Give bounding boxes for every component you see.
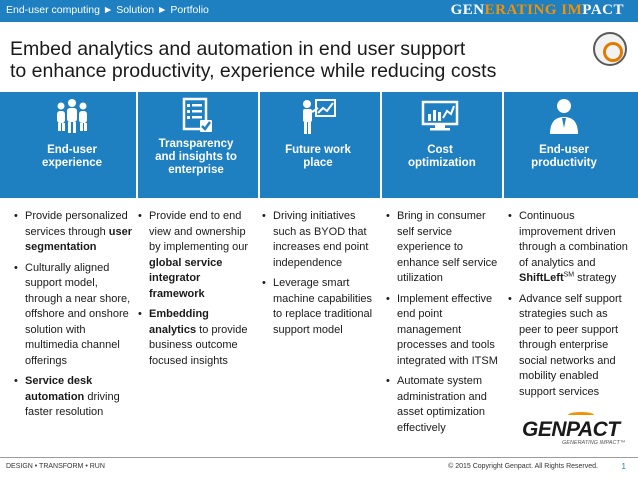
pillar-header-future-work-place: Future work place: [260, 92, 376, 198]
divider: [258, 92, 260, 198]
pillar-body-end-user-experience: Provide personalized services through us…: [14, 209, 132, 426]
pillar-header-cost-optimization: Cost optimization: [382, 92, 498, 198]
bullet-emphasis: Service desk automation: [25, 375, 93, 403]
genpact-tagline: GENERATING IMPACT™: [562, 440, 626, 446]
bullet-item: Leverage smart machine capabilities to r…: [262, 276, 380, 338]
presenter-chart-icon: [303, 99, 336, 134]
footer-tagline: DESIGN • TRANSFORM • RUN: [6, 463, 105, 470]
pillar-label: End-user productivity: [531, 144, 597, 169]
page-number: 1: [621, 462, 626, 471]
pillar-body-future-work-place: Driving initiatives such as BYOD that in…: [262, 209, 380, 343]
bullet-item: Bring in consumer self service experienc…: [386, 209, 502, 287]
footer-copyright: © 2015 Copyright Genpact. All Rights Res…: [448, 463, 598, 470]
slide-title-line-2: to enhance productivity, experience whil…: [10, 60, 497, 82]
bullet-emphasis: ShiftLeft: [519, 272, 564, 284]
bullet-item: Driving initiatives such as BYOD that in…: [262, 209, 380, 271]
group-people-icon: [57, 99, 87, 133]
bullet-item: Culturally aligned support model, throug…: [14, 261, 132, 370]
brand-part-3: PACT: [582, 2, 624, 18]
bullet-item: Automate system administration and asset…: [386, 374, 502, 436]
brand-wordmark: GENERATING IMPACT: [451, 2, 624, 19]
divider: [136, 92, 138, 198]
pillar-label: Future work place: [285, 144, 351, 169]
pillar-body-cost-optimization: Bring in consumer self service experienc…: [386, 209, 502, 441]
genpact-logo: GENPACT: [522, 418, 620, 441]
genpact-arc-icon: [568, 412, 594, 418]
bullet-superscript: SM: [563, 271, 575, 279]
pillar-label: End-user experience: [41, 144, 103, 169]
bullet-emphasis: Embedding analytics: [149, 308, 209, 336]
pillar-body-transparency: Provide end to end view and ownership by…: [138, 209, 258, 374]
bullet-emphasis: global service integrator framework: [149, 256, 223, 300]
bullet-item: Provide end to end view and ownership by…: [138, 209, 258, 302]
pillar-header-end-user-experience: End-user experience: [14, 92, 130, 198]
bullet-item: Advance self support strategies such as …: [508, 292, 632, 401]
bullet-item: Provide personalized services through us…: [14, 209, 132, 256]
divider: [502, 92, 504, 198]
pillar-label: Transparency and insights to enterprise: [155, 138, 237, 176]
bullet-emphasis: user segmentation: [25, 225, 133, 254]
gears-logo-icon: [593, 32, 627, 66]
brand-part-1: GEN: [450, 2, 485, 18]
pillar-header-transparency: Transparency and insights to enterprise: [138, 92, 254, 198]
monitor-analytics-icon: [421, 100, 459, 131]
business-person-icon: [550, 99, 578, 134]
brand-part-2: ERATING IM: [484, 2, 583, 18]
footer-divider: [0, 457, 638, 458]
breadcrumb: End-user computing ► Solution ► Portfoli…: [6, 4, 209, 16]
slide-title-line-1: Embed analytics and automation in end us…: [10, 38, 466, 60]
top-bar: End-user computing ► Solution ► Portfoli…: [0, 0, 638, 22]
checklist-icon: [182, 97, 212, 132]
slide-title: Embed analytics and automation in end us…: [10, 38, 570, 82]
pillar-label: Cost optimization: [408, 144, 476, 169]
bullet-item: Implement effective end point management…: [386, 292, 502, 370]
bullet-item: Embedding analytics to provide business …: [138, 307, 258, 369]
pillar-band: [0, 92, 638, 198]
bullet-item: Continuous improvement driven through a …: [508, 209, 632, 287]
pillar-body-end-user-productivity: Continuous improvement driven through a …: [508, 209, 632, 405]
divider: [380, 92, 382, 198]
pillar-header-end-user-productivity: End-user productivity: [506, 92, 622, 198]
bullet-item: Service desk automation driving faster r…: [14, 374, 132, 421]
